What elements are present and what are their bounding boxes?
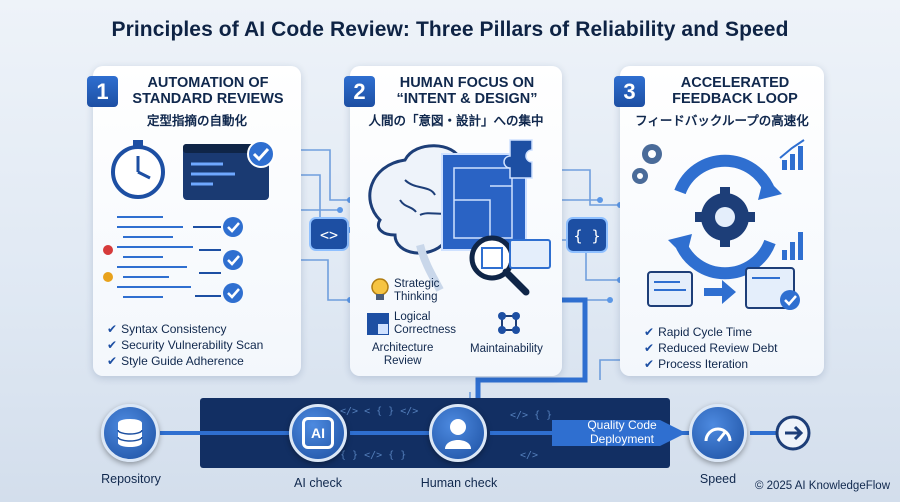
ai-check-node: AI <box>289 404 347 462</box>
pillar-subtitle: フィードバックループの高速化 <box>635 114 809 128</box>
bar-chart-up-icon <box>779 139 805 260</box>
code-lines-icon <box>117 216 193 298</box>
monitor-icon <box>647 271 693 307</box>
strategic-thinking-label: Strategic Thinking <box>394 278 440 303</box>
svg-text:{ }: { } <box>573 227 600 245</box>
blueprint-card-icon <box>509 239 551 269</box>
arrow-right-icon <box>704 280 736 304</box>
checked-document-icon <box>745 267 800 310</box>
pipeline-code-pattern: </> < { } </> { } </> { } </> { } </> <box>340 406 552 461</box>
puzzle-icon <box>367 313 389 335</box>
refresh-cycle-icon <box>674 154 776 280</box>
page-title: Principles of AI Code Review: Three Pill… <box>111 18 789 41</box>
list-item: ✔Process Iteration <box>644 357 749 371</box>
speed-label: Speed <box>699 472 737 486</box>
svg-text:</> < { } </>: </> < { } </> <box>340 406 418 417</box>
database-icon <box>117 419 143 447</box>
list-item: ✔Reduced Review Debt <box>644 341 778 355</box>
pillar-bullet-list: ✔Syntax Consistency ✔Security Vulnerabil… <box>107 321 263 369</box>
small-gear-icon <box>632 144 662 184</box>
human-check-node <box>429 404 487 462</box>
braces-chip-icon: { } <box>566 217 608 253</box>
svg-text:</> { }: </> { } <box>510 410 552 421</box>
checkmark-icon: ✔ <box>107 322 118 336</box>
checkmark-icon: ✔ <box>644 357 655 371</box>
pillar-title: AUTOMATION OF STANDARD REVIEWS <box>132 75 284 107</box>
pillar-subtitle: 人間の「意図・設計」への集中 <box>368 114 544 128</box>
list-item: ✔Style Guide Adherence <box>107 354 244 368</box>
repository-node <box>101 404 159 462</box>
pillar-title: HUMAN FOCUS ON “INTENT & DESIGN” <box>396 75 538 107</box>
pillar-title: ACCELERATED FEEDBACK LOOP <box>672 75 798 107</box>
pillar-card-feedback-loop: 3 ACCELERATED FEEDBACK LOOP フィードバックループの高… <box>614 66 824 376</box>
logical-correctness-label: Logical Correctness <box>394 311 456 336</box>
svg-text:</>: </> <box>520 450 538 461</box>
deployment-label: Quality Code Deployment <box>587 418 657 446</box>
ai-chip-icon: AI <box>302 417 334 449</box>
end-arrow-icon <box>775 415 811 451</box>
checkmark-icon: ✔ <box>644 325 655 339</box>
gear-icon <box>695 187 755 247</box>
lightbulb-icon <box>371 278 389 300</box>
human-check-label: Human check <box>420 476 498 490</box>
pillar-number-badge: 1 <box>87 76 118 107</box>
copyright-text: © 2025 AI KnowledgeFlow <box>754 480 890 492</box>
pillar-bullet-list: ✔Rapid Cycle Time ✔Reduced Review Debt ✔… <box>644 324 777 372</box>
stopwatch-icon <box>111 140 165 199</box>
checkmark-icon: ✔ <box>107 354 118 368</box>
svg-text:{ } </> { }: { } </> { } <box>340 450 406 461</box>
list-item: ✔Security Vulnerability Scan <box>107 338 264 352</box>
list-item: ✔Syntax Consistency <box>107 322 227 336</box>
pillar-card-automation: 1 AUTOMATION OF STANDARD REVIEWS 定型指摘の自動… <box>87 66 301 376</box>
check-circle-icon <box>223 217 243 303</box>
network-nodes-icon <box>498 312 520 334</box>
checkmark-icon: ✔ <box>644 341 655 355</box>
pillar-number-badge: 3 <box>614 76 645 107</box>
speedometer-icon <box>704 427 732 442</box>
svg-text:<>: <> <box>320 226 338 244</box>
repository-label: Repository <box>101 472 161 486</box>
person-icon <box>445 419 471 449</box>
pillar-subtitle: 定型指摘の自動化 <box>146 114 247 128</box>
pillar-number-badge: 2 <box>344 76 375 107</box>
warning-icon <box>103 245 113 282</box>
code-window-check-icon <box>183 140 275 200</box>
code-chip-icon: <> <box>309 217 349 251</box>
pipeline-arrows <box>160 415 811 451</box>
feedback-loop-illustration <box>632 139 805 310</box>
human-focus-illustration <box>368 139 551 296</box>
list-item: ✔Rapid Cycle Time <box>644 325 753 339</box>
speed-node <box>689 404 747 462</box>
automation-illustration <box>103 140 275 303</box>
checkmark-icon: ✔ <box>107 338 118 352</box>
ai-check-label: AI check <box>294 476 342 490</box>
puzzle-piece-icon <box>503 139 533 179</box>
maintainability-label: Maintainability <box>470 343 543 355</box>
pillar-card-human-focus: 2 HUMAN FOCUS ON “INTENT & DESIGN” 人間の「意… <box>344 66 562 376</box>
magnifier-icon <box>469 235 530 296</box>
architecture-review-label: Architecture Review <box>372 342 434 367</box>
